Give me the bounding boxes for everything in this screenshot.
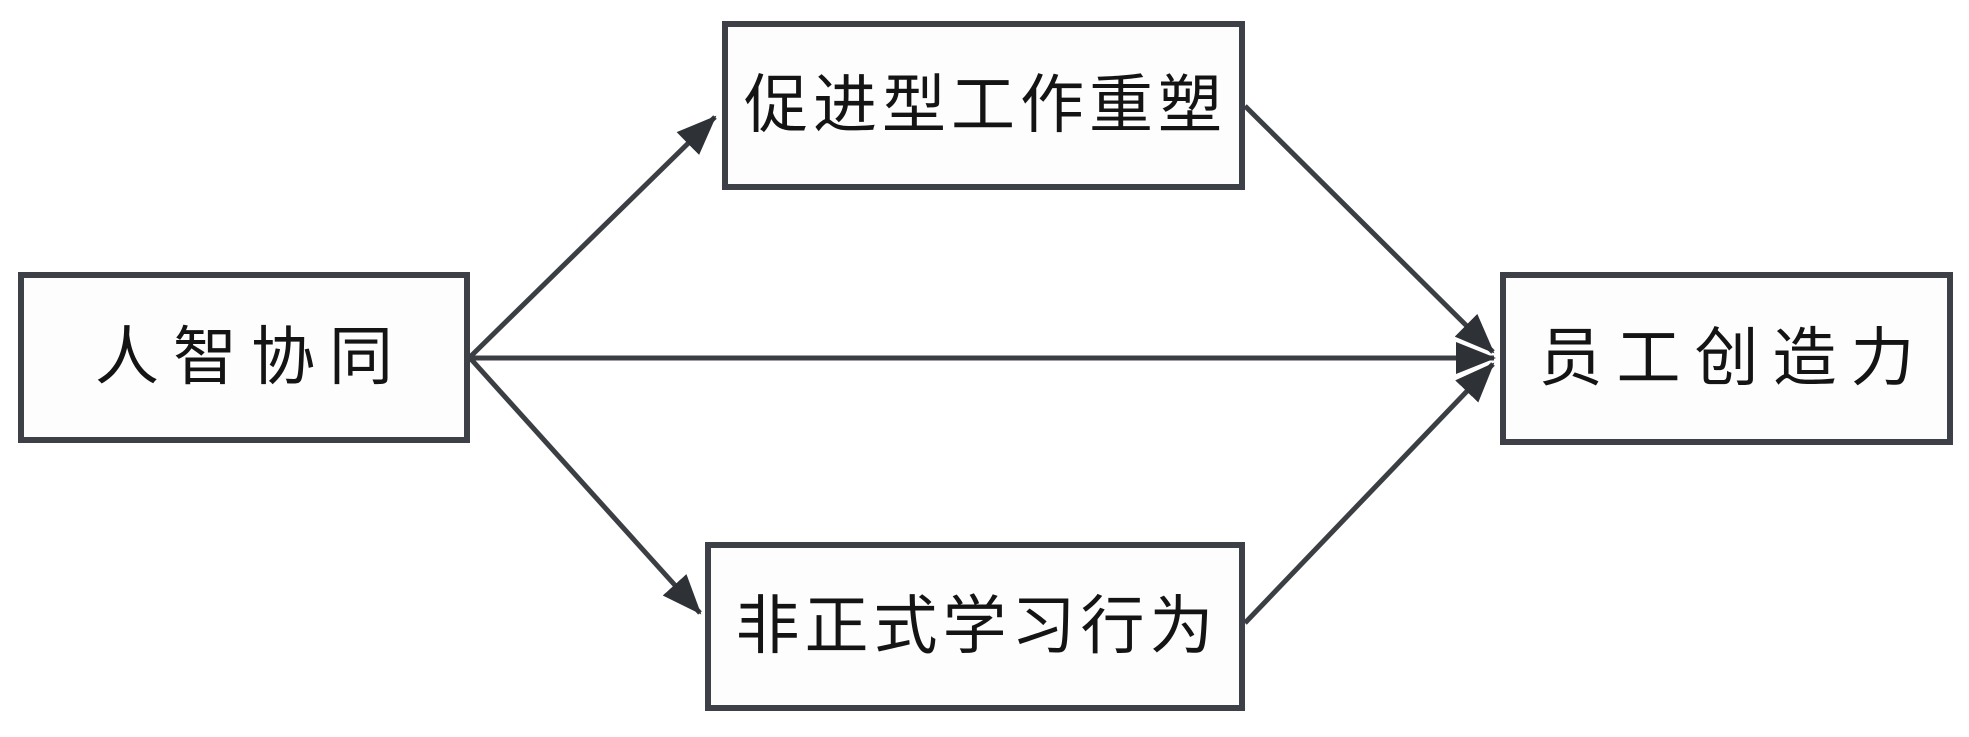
node-label: 人智协同	[95, 321, 407, 393]
node-label: 员工创造力	[1538, 322, 1929, 394]
node-employee-creativity: 员工创造力	[1500, 272, 1953, 445]
node-promotive-job-crafting: 促进型工作重塑	[722, 21, 1245, 190]
node-informal-learning-behavior: 非正式学习行为	[705, 542, 1245, 711]
arrow-informal-learning-to-creativity-icon	[1243, 362, 1495, 625]
arrow-collaboration-to-informal-learning-icon	[468, 356, 702, 615]
node-human-ai-collaboration: 人智协同	[18, 272, 470, 443]
arrow-job-crafting-to-creativity-icon	[1243, 104, 1495, 354]
arrow-collaboration-to-job-crafting-icon	[468, 115, 717, 359]
node-label: 促进型工作重塑	[744, 69, 1227, 141]
node-label: 非正式学习行为	[735, 590, 1219, 662]
